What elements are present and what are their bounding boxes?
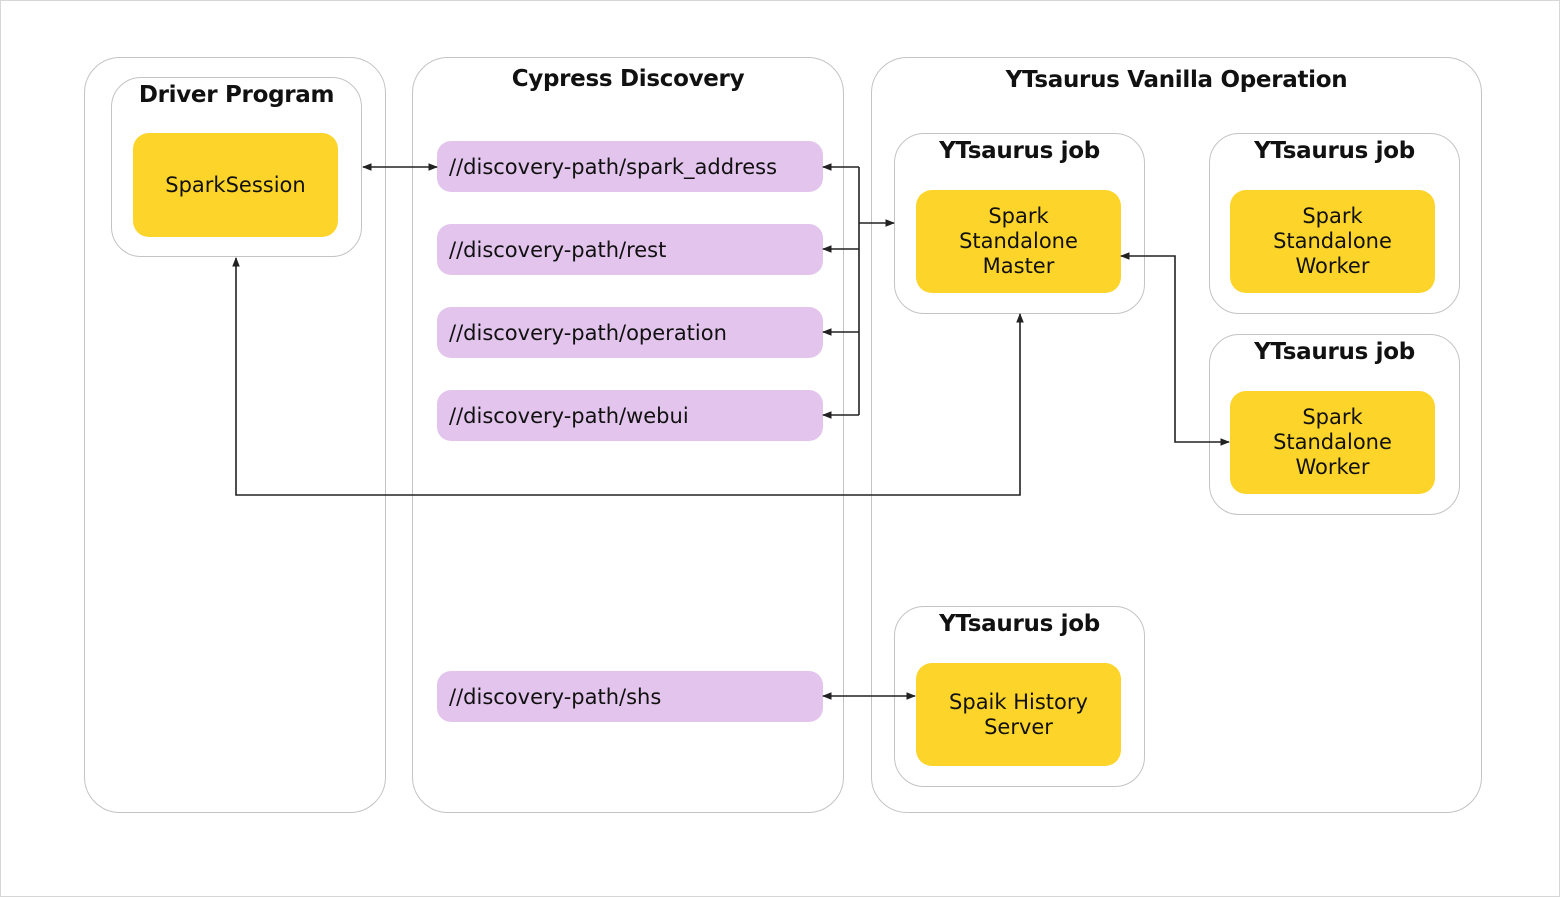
spark-history-server-node: Spaik History Server <box>916 663 1121 766</box>
spark-history-server-label: Spaik History Server <box>949 689 1088 739</box>
spark-master-label: Spark Standalone Master <box>959 204 1078 278</box>
job-title: YTsaurus job <box>1254 138 1415 164</box>
spark-worker-node: Spark Standalone Worker <box>1230 391 1435 494</box>
cypress-discovery-title: Cypress Discovery <box>511 66 745 92</box>
discovery-path-operation: //discovery-path/operation <box>437 307 823 358</box>
job-title: YTsaurus job <box>939 611 1100 637</box>
discovery-path-spark-address: //discovery-path/spark_address <box>437 141 823 192</box>
job-title: YTsaurus job <box>939 138 1100 164</box>
spark-master-node: Spark Standalone Master <box>916 190 1121 293</box>
spark-session-node: SparkSession <box>133 133 338 237</box>
job-card-history-server: YTsaurus job Spaik History Server <box>894 606 1145 787</box>
spark-worker-node: Spark Standalone Worker <box>1230 190 1435 293</box>
job-card-worker-2: YTsaurus job Spark Standalone Worker <box>1209 334 1460 515</box>
vanilla-operation-title: YTsaurus Vanilla Operation <box>1005 67 1348 93</box>
job-title: YTsaurus job <box>1254 339 1415 365</box>
driver-program-card: Driver Program SparkSession <box>111 77 362 257</box>
job-card-master: YTsaurus job Spark Standalone Master <box>894 133 1145 314</box>
spark-worker-label: Spark Standalone Worker <box>1273 204 1392 278</box>
discovery-path-webui: //discovery-path/webui <box>437 390 823 441</box>
discovery-path-rest: //discovery-path/rest <box>437 224 823 275</box>
spark-worker-label: Spark Standalone Worker <box>1273 405 1392 479</box>
discovery-path-shs: //discovery-path/shs <box>437 671 823 722</box>
driver-program-title: Driver Program <box>138 82 335 108</box>
job-card-worker-1: YTsaurus job Spark Standalone Worker <box>1209 133 1460 314</box>
